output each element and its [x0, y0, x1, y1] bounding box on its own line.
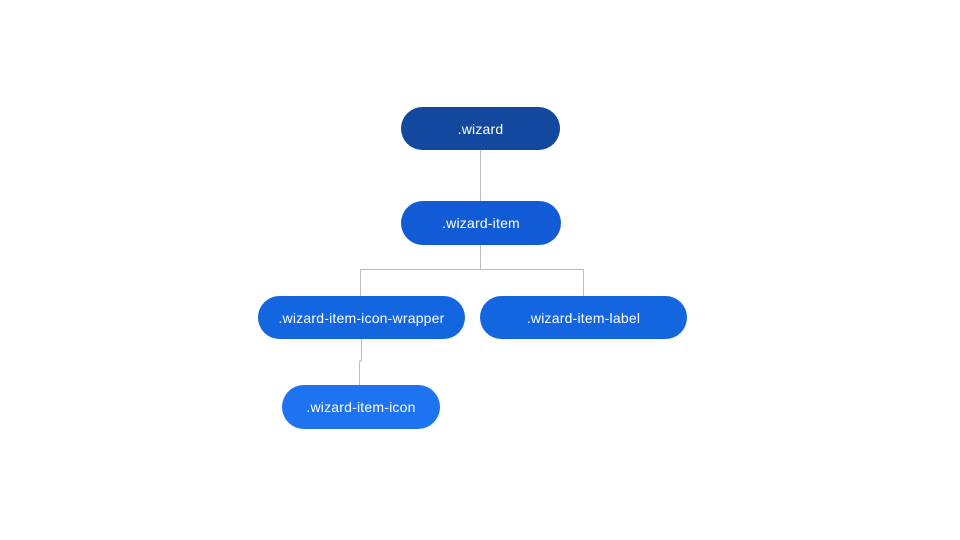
node-wizard-item-icon-wrapper-label: .wizard-item-icon-wrapper	[278, 309, 445, 326]
edge-icon-wrapper-to-icon	[359, 339, 362, 385]
node-wizard-label: .wizard	[457, 120, 504, 137]
node-wizard: .wizard	[401, 107, 560, 150]
node-wizard-item-icon-label: .wizard-item-icon	[306, 399, 416, 415]
node-wizard-item-label: .wizard-item-label	[480, 296, 687, 339]
node-wizard-item-icon: .wizard-item-icon	[282, 385, 440, 429]
node-wizard-item-label-label: .wizard-item-label	[526, 309, 641, 326]
node-wizard-item-icon-wrapper: .wizard-item-icon-wrapper	[258, 296, 465, 339]
node-wizard-item-label: .wizard-item	[442, 215, 520, 231]
node-wizard-item: .wizard-item	[401, 201, 561, 245]
edge-wizard-item-to-children	[360, 245, 584, 296]
